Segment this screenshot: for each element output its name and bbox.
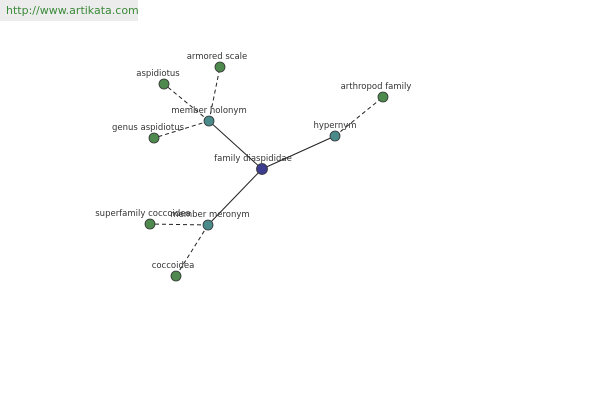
node-label-hypernym[interactable]: hypernym [313, 121, 356, 131]
node-label-coccoidea[interactable]: coccoidea [152, 261, 195, 271]
node-label-arthropod-family[interactable]: arthropod family [341, 82, 412, 92]
node-label-genus-aspidiotus[interactable]: genus aspidiotus [112, 123, 185, 133]
edge-member-meronym-to-coccoidea [175, 224, 209, 277]
nodes-layer [144, 61, 389, 282]
node-member-holonym[interactable] [203, 115, 215, 127]
edge-family-diaspididae-to-member-meronym [207, 168, 263, 226]
edge-member-holonym-to-genus-aspidiotus [153, 120, 210, 139]
source-url-bar: http://www.artikata.com [0, 0, 139, 21]
node-arthropod-family[interactable] [377, 91, 389, 103]
edges-layer [149, 66, 384, 277]
node-genus-aspidiotus[interactable] [148, 132, 160, 144]
source-url-link[interactable]: http://www.artikata.com [6, 4, 139, 17]
node-superfamily-coccoidea[interactable] [144, 218, 156, 230]
node-hypernym[interactable] [329, 130, 341, 142]
node-aspidiotus[interactable] [158, 78, 170, 90]
node-label-family-diaspididae[interactable]: family diaspididae [214, 154, 292, 164]
node-family-diaspididae[interactable] [256, 163, 268, 175]
node-label-member-holonym[interactable]: member holonym [171, 106, 246, 116]
edge-family-diaspididae-to-member-holonym [208, 120, 263, 170]
edge-member-meronym-to-superfamily-coccoidea [149, 223, 209, 226]
edge-hypernym-to-arthropod-family [334, 96, 384, 137]
node-label-aspidiotus[interactable]: aspidiotus [136, 69, 180, 79]
node-coccoidea[interactable] [170, 270, 182, 282]
node-label-armored-scale[interactable]: armored scale [187, 52, 248, 62]
edge-member-holonym-to-aspidiotus [163, 83, 210, 122]
node-label-superfamily-coccoidea[interactable]: superfamily coccoidea [95, 209, 191, 219]
labels-layer: family diaspididae member holonym hypernym… [95, 52, 411, 271]
node-label-member-meronym[interactable]: member meronym [170, 210, 249, 220]
edge-member-holonym-to-armored-scale [208, 66, 221, 122]
edge-family-diaspididae-to-hypernym [261, 135, 336, 170]
node-armored-scale[interactable] [214, 61, 226, 73]
node-member-meronym[interactable] [202, 219, 214, 231]
